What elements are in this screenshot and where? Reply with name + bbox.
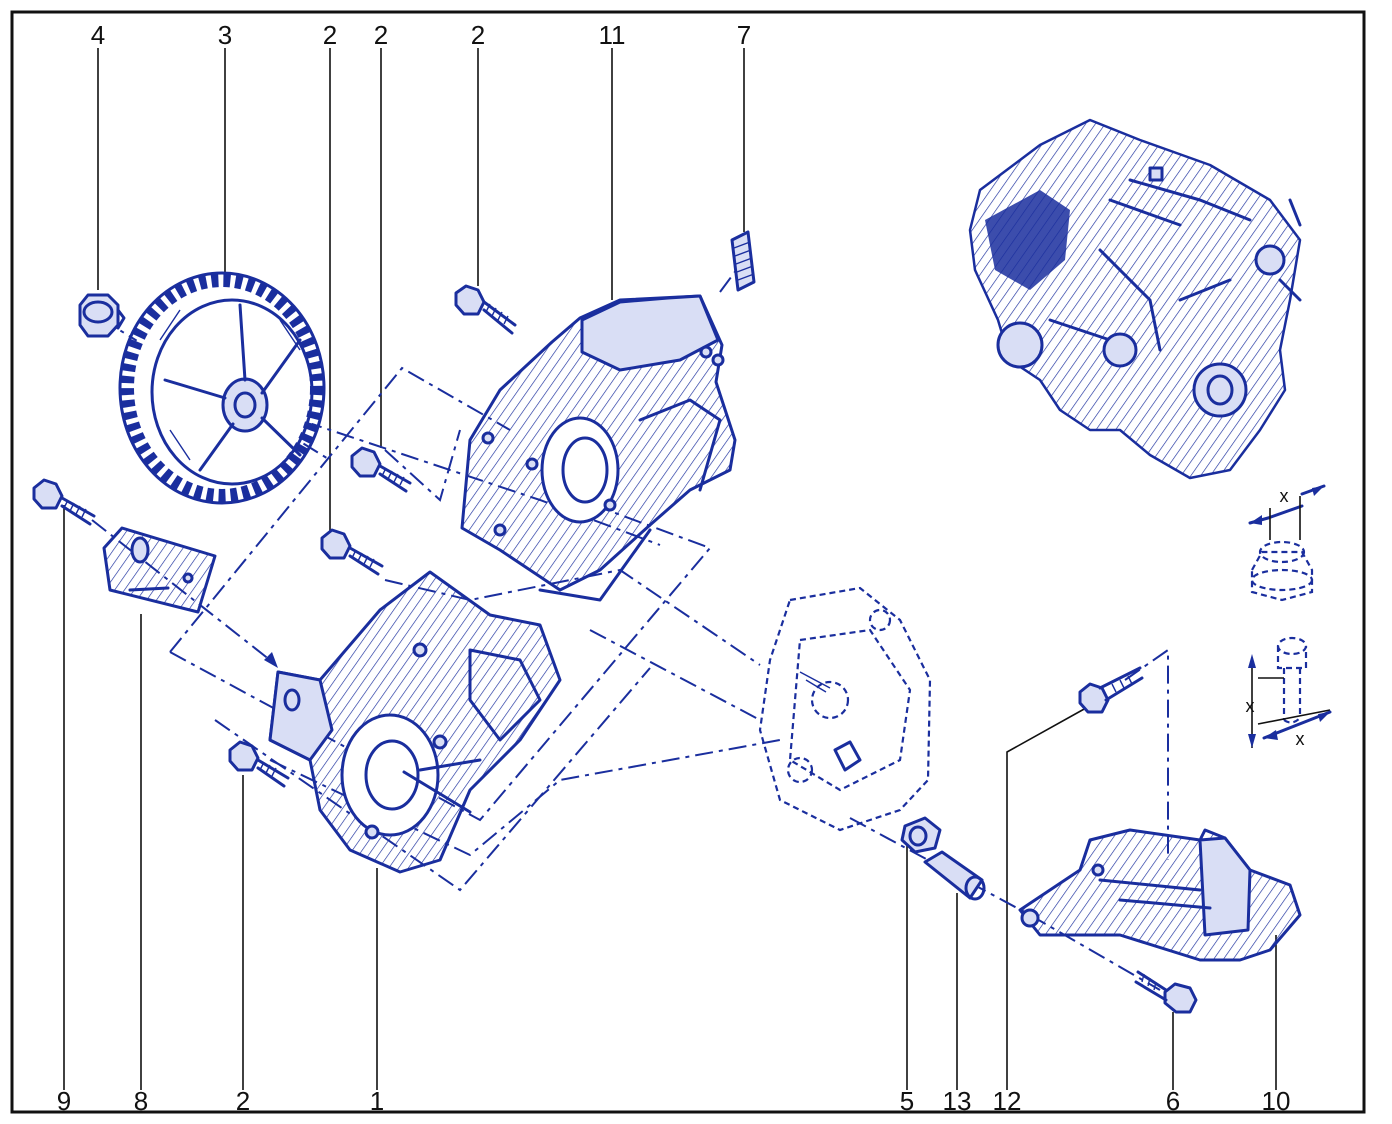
top-labels: 4 3 2 2 2 11 7: [91, 20, 751, 50]
label-13: 13: [943, 1086, 972, 1116]
label-7: 7: [737, 20, 751, 50]
dim-x-2: x: [1246, 696, 1255, 716]
part-12-bolt: [1078, 666, 1144, 714]
label-12: 12: [993, 1086, 1022, 1116]
part-7-stud: [730, 230, 756, 292]
part-11-rear-bracket: [460, 294, 737, 602]
leader-lines: [63, 48, 1277, 1090]
part-10-lower-bracket: [1018, 828, 1302, 962]
part-4-nut: [78, 293, 126, 338]
label-1: 1: [370, 1086, 384, 1116]
engine-illustration: [968, 118, 1302, 480]
diagram-border: [10, 10, 1366, 1114]
dim-x-1: x: [1280, 486, 1289, 506]
label-3: 3: [218, 20, 232, 50]
fuel-pump-ghost: [758, 586, 932, 832]
bolt-mid-left: [350, 446, 412, 493]
label-10: 10: [1262, 1086, 1291, 1116]
part-3-sprocket: [118, 271, 326, 505]
label-11: 11: [599, 20, 626, 50]
part-6-bolt: [1134, 970, 1198, 1014]
label-5: 5: [900, 1086, 914, 1116]
part-5-sleeve: [900, 816, 942, 854]
label-6: 6: [1166, 1086, 1180, 1116]
dimension-detail-bolt: x x: [1246, 636, 1332, 749]
part-13-spacer: [923, 850, 986, 901]
label-2d: 2: [236, 1086, 250, 1116]
label-2a: 2: [323, 20, 337, 50]
label-2b: 2: [374, 20, 388, 50]
part-1-front-bracket: [268, 570, 562, 874]
label-4: 4: [91, 20, 105, 50]
part-8-plate: [102, 526, 217, 614]
bolt-lower-left: [228, 740, 290, 788]
label-9: 9: [57, 1086, 71, 1116]
dim-x-3: x: [1296, 729, 1305, 749]
bolt-upper-plate: [320, 528, 384, 576]
part-9-bolt: [32, 478, 96, 526]
arrowheads: [264, 652, 278, 668]
label-2c: 2: [471, 20, 485, 50]
bottom-labels: 9 8 2 1 5 13 12 6 10: [57, 1086, 1291, 1116]
label-8: 8: [134, 1086, 148, 1116]
bolt-top-center: [454, 284, 517, 335]
dimension-detail-nut: x: [1248, 484, 1326, 602]
